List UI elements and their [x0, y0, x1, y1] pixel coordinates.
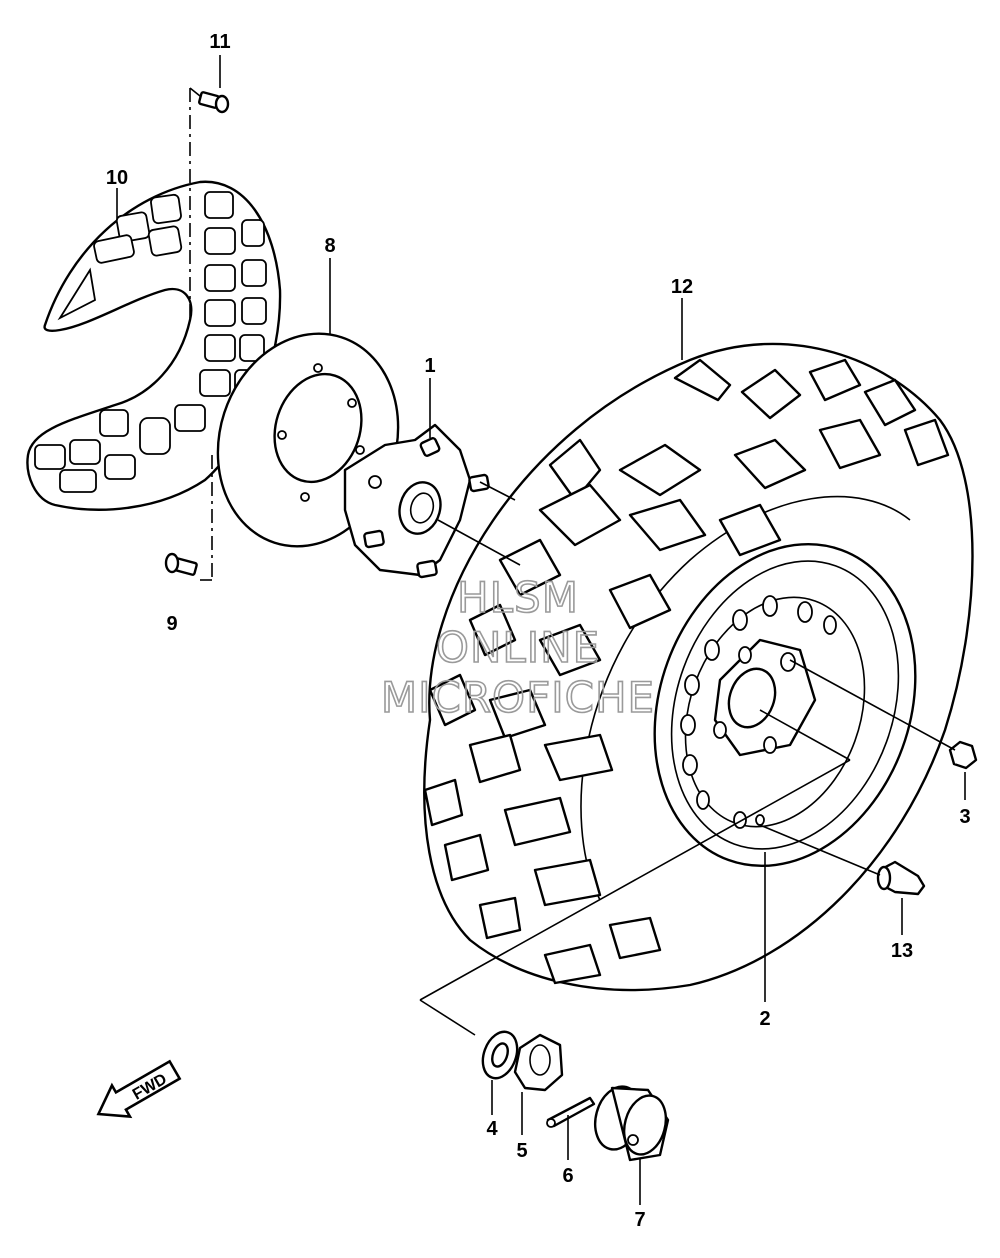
bolt-11: [198, 91, 230, 114]
wheel-rim: [653, 542, 917, 868]
watermark-line-3: MICROFICHE: [381, 673, 655, 722]
fwd-label: FWD: [130, 1071, 170, 1104]
callout-1: 1: [424, 355, 435, 377]
nut-3: [948, 740, 978, 770]
cotter-pin-6: [546, 1096, 596, 1128]
watermark: HLSM ONLINE MICROFICHE: [380, 572, 655, 723]
callout-3: 3: [959, 806, 970, 828]
tire-tread: [423, 358, 950, 985]
callout-4: 4: [486, 1118, 498, 1140]
callouts: 11 10 8 1 12 9 3 13 2 4 5 6 7: [106, 31, 971, 1231]
brake-disc-guard: [26, 180, 282, 511]
tire-sidewall: [580, 495, 911, 901]
watermark-line-2: ONLINE: [436, 623, 600, 672]
castle-nut-5: [513, 1033, 564, 1092]
wheel-hub: [343, 423, 490, 579]
callout-12: 12: [671, 276, 693, 298]
callout-11: 11: [209, 31, 230, 53]
callout-5: 5: [516, 1140, 527, 1162]
guard-cutouts: [34, 191, 267, 493]
callout-7: 7: [634, 1209, 645, 1231]
fwd-arrow: FWD: [96, 1059, 182, 1119]
bolt-9: [164, 552, 198, 576]
callout-8: 8: [324, 235, 335, 257]
callout-10: 10: [106, 167, 128, 189]
valve-13: [876, 860, 926, 896]
watermark-line-1: HLSM: [457, 573, 579, 622]
tire-assembly: [423, 342, 974, 992]
callout-6: 6: [562, 1165, 573, 1187]
callout-13: 13: [891, 940, 913, 962]
cap-7: [593, 1085, 670, 1162]
washer-4: [481, 1030, 519, 1080]
callout-2: 2: [759, 1008, 770, 1030]
leader-lines: [116, 55, 966, 1205]
callout-9: 9: [166, 613, 177, 635]
